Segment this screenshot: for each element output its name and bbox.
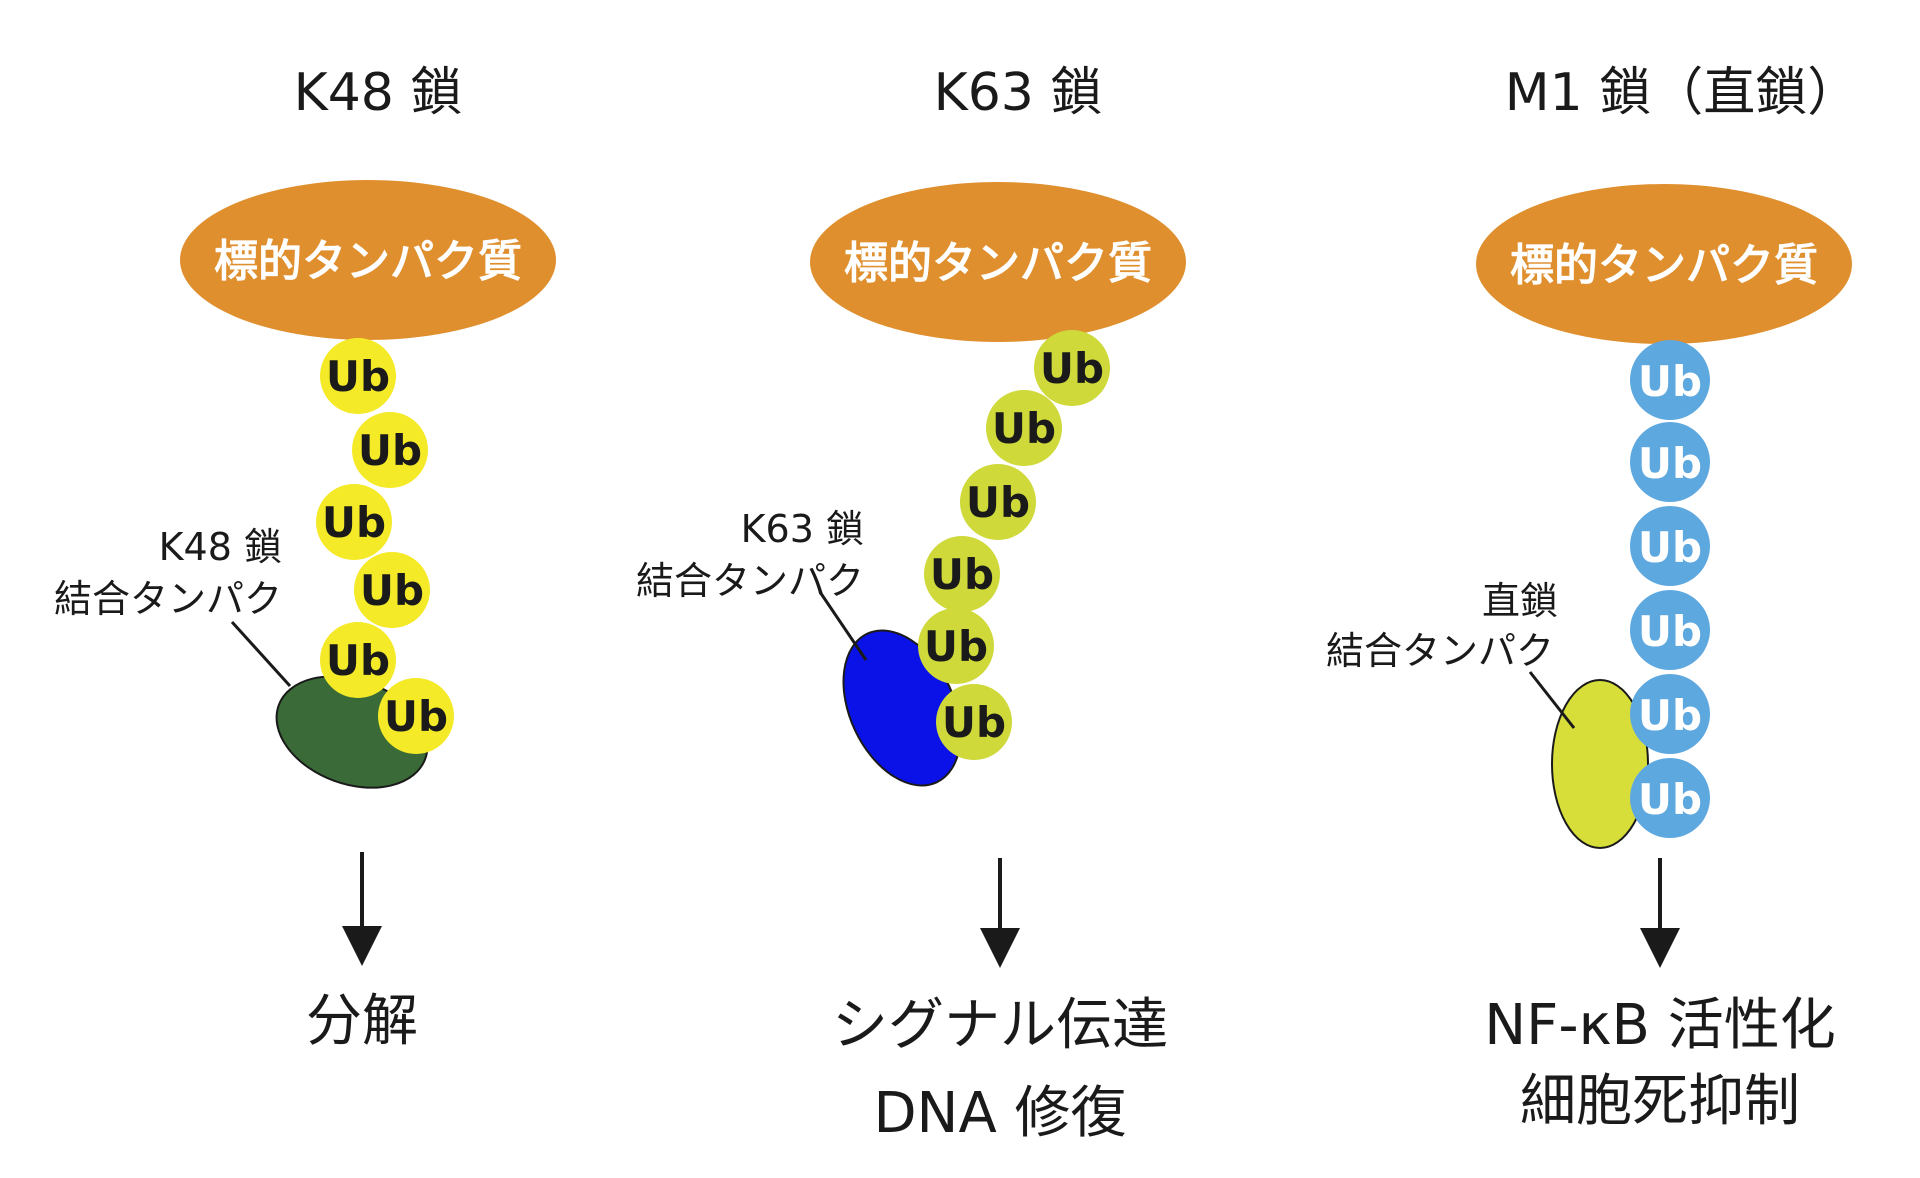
m1-ub-6: [1630, 758, 1710, 838]
k48-ub-2: [352, 412, 428, 488]
k63-ub-1-label: Ub: [1040, 344, 1104, 393]
m1-column: M1 鎖（直鎖） 標的タンパク質 直鎖 結合タンパク Ub Ub Ub Ub U…: [1326, 63, 1859, 1134]
k48-ub-5-label: Ub: [326, 636, 390, 685]
k48-ub-2-label: Ub: [358, 426, 422, 475]
k48-ub-3-label: Ub: [322, 498, 386, 547]
k63-target-label: 標的タンパク質: [844, 238, 1152, 289]
k48-ub-6-label: Ub: [384, 692, 448, 741]
k63-outcome-line2: DNA 修復: [873, 1081, 1126, 1146]
k63-ub-2: [986, 390, 1062, 466]
k63-binder-pointer: [818, 591, 868, 661]
m1-ub-3: [1630, 506, 1710, 586]
m1-ub-3-label: Ub: [1638, 523, 1702, 572]
m1-binding-protein: [1551, 679, 1649, 849]
k48-ub-3: [316, 484, 392, 560]
k63-binder-label-line1: K63 鎖: [741, 507, 864, 551]
m1-ub-5: [1630, 674, 1710, 754]
m1-ub-6-label: Ub: [1638, 775, 1702, 824]
k48-target-protein: [180, 180, 556, 340]
k63-outcome-line1: シグナル伝達: [832, 993, 1168, 1058]
m1-ub-2: [1630, 422, 1710, 502]
k63-ub-3: [960, 464, 1036, 540]
k48-ub-6: [378, 678, 454, 754]
m1-ub-2-label: Ub: [1638, 439, 1702, 488]
m1-ub-1-label: Ub: [1638, 357, 1702, 406]
m1-target-protein: [1476, 184, 1852, 344]
m1-ub-4: [1630, 590, 1710, 670]
m1-target-label: 標的タンパク質: [1510, 240, 1818, 291]
k63-ub-4: [924, 536, 1000, 612]
k63-ub-5: [918, 608, 994, 684]
k48-column: K48 鎖 標的タンパク質 K48 鎖 結合タンパク Ub Ub Ub Ub U…: [54, 63, 556, 1054]
k63-column: K63 鎖 標的タンパク質 K63 鎖 結合タンパク Ub Ub Ub Ub U…: [636, 63, 1186, 1146]
k63-ub-3-label: Ub: [966, 478, 1030, 527]
k48-ub-chain: Ub Ub Ub Ub Ub Ub: [316, 338, 454, 754]
k48-ub-1: [320, 338, 396, 414]
m1-ub-chain: Ub Ub Ub Ub Ub Ub: [1630, 340, 1710, 838]
k63-ub-chain: Ub Ub Ub Ub Ub Ub: [918, 330, 1110, 760]
m1-binder-label-line2: 結合タンパク: [1326, 629, 1554, 673]
k63-target-protein: [810, 182, 1186, 342]
m1-ub-4-label: Ub: [1638, 607, 1702, 656]
k63-ub-6-label: Ub: [942, 698, 1006, 747]
k48-binder-pointer: [230, 620, 292, 688]
k63-ub-4-label: Ub: [930, 550, 994, 599]
m1-outcome-line2: 細胞死抑制: [1520, 1069, 1800, 1134]
k48-ub-1-label: Ub: [326, 352, 390, 401]
m1-title: M1 鎖（直鎖）: [1505, 63, 1859, 123]
k63-ub-1: [1034, 330, 1110, 406]
k48-binder-label-line2: 結合タンパク: [54, 577, 282, 621]
k63-binder-label-line2: 結合タンパク: [636, 559, 864, 603]
k48-binder-label-line1: K48 鎖: [159, 525, 282, 569]
k48-target-label: 標的タンパク質: [214, 236, 522, 287]
m1-outcome-line1: NF-κB 活性化: [1484, 993, 1836, 1058]
m1-binder-label-line1: 直鎖: [1482, 579, 1558, 623]
k48-ub-5: [320, 622, 396, 698]
k48-ub-4: [354, 552, 430, 628]
k63-title: K63 鎖: [934, 63, 1103, 123]
k63-ub-6: [936, 684, 1012, 760]
k48-ub-4-label: Ub: [360, 566, 424, 615]
k63-ub-5-label: Ub: [924, 622, 988, 671]
m1-ub-1: [1630, 340, 1710, 420]
m1-binder-pointer: [1528, 671, 1576, 729]
k48-title: K48 鎖: [294, 63, 463, 123]
k63-ub-2-label: Ub: [992, 404, 1056, 453]
k48-outcome: 分解: [306, 989, 418, 1054]
m1-ub-5-label: Ub: [1638, 691, 1702, 740]
